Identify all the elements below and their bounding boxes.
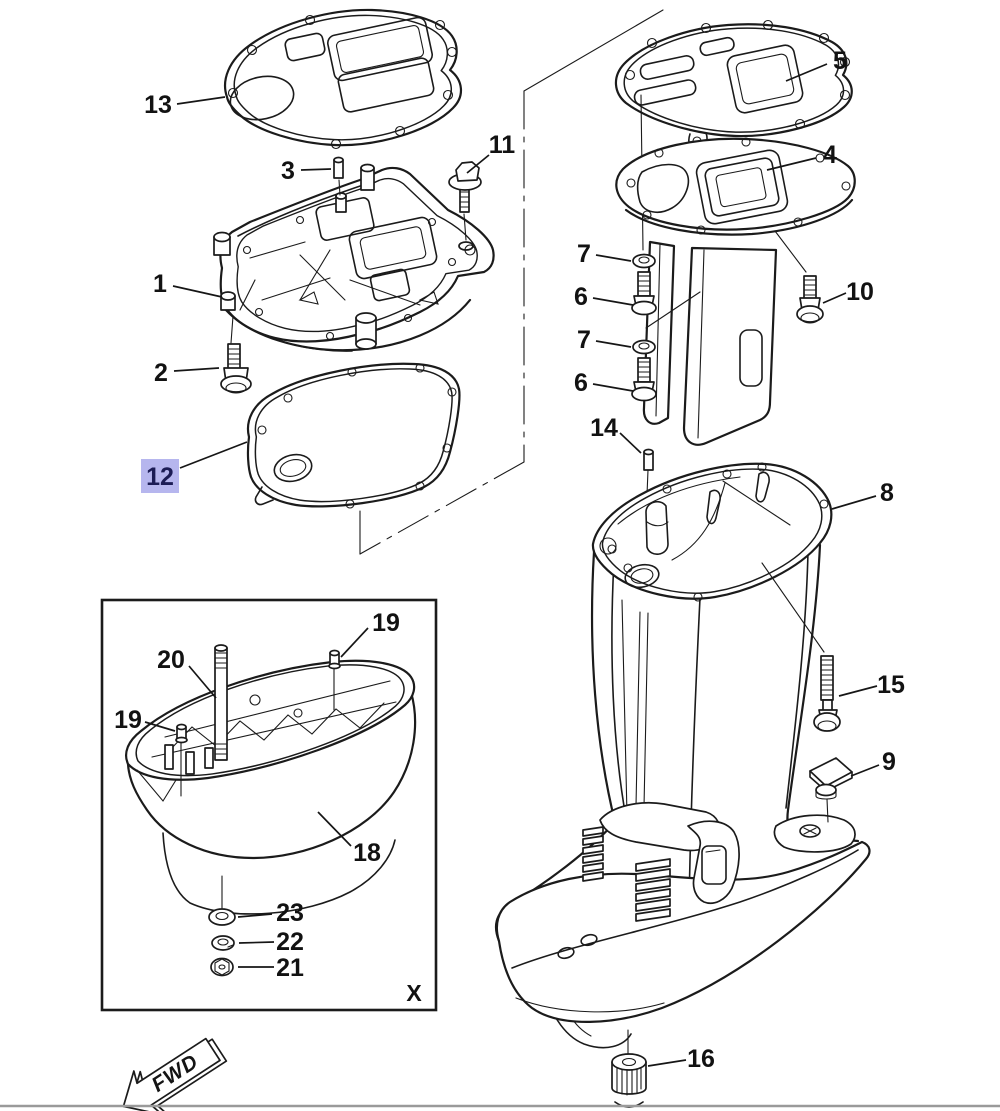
- leader-line-19: [144, 721, 176, 732]
- stud-19-left: [175, 723, 188, 797]
- part-label-5[interactable]: 5: [833, 47, 847, 75]
- leader-line-14: [619, 432, 642, 454]
- leader-line-10: [822, 292, 847, 304]
- part-label-3[interactable]: 3: [281, 157, 295, 185]
- inset-corner-mark: X: [406, 980, 422, 1006]
- damper-16: [611, 1029, 647, 1108]
- dowel-pin-3: [333, 156, 344, 196]
- leader-line-20: [188, 665, 217, 699]
- leader-line-19: [340, 627, 369, 658]
- part-label-22[interactable]: 22: [276, 928, 304, 956]
- upper-casing-8: [494, 462, 871, 1049]
- part-label-15[interactable]: 15: [877, 671, 905, 699]
- part-label-18[interactable]: 18: [353, 839, 381, 867]
- leader-line-7: [595, 254, 632, 262]
- leader-line-6: [592, 383, 634, 392]
- leader-line-4: [766, 157, 817, 171]
- leader-line-15: [838, 685, 878, 697]
- part-label-20[interactable]: 20: [157, 646, 185, 674]
- muffler-18: [124, 659, 417, 915]
- part-label-1[interactable]: 1: [153, 270, 167, 298]
- leader-line-5: [785, 63, 828, 82]
- exhaust-guide-4: [615, 137, 856, 446]
- bolt-6a: [631, 271, 657, 316]
- washer-23: [208, 908, 236, 926]
- bolt-2: [220, 315, 252, 394]
- part-label-9[interactable]: 9: [882, 748, 896, 776]
- stud-20: [214, 644, 228, 761]
- part-label-8[interactable]: 8: [880, 479, 894, 507]
- leader-line-23: [237, 913, 273, 918]
- part-label-12[interactable]: 12: [146, 463, 174, 491]
- part-label-4[interactable]: 4: [823, 141, 837, 169]
- leader-line-9: [850, 764, 880, 777]
- gasket-5: [614, 19, 853, 150]
- clamp-bracket: [582, 801, 740, 922]
- part-label-16[interactable]: 16: [687, 1045, 715, 1073]
- leader-line-3: [300, 168, 332, 171]
- leader-line-11: [466, 154, 490, 174]
- section-boundary-line: [359, 9, 664, 555]
- part-label-14[interactable]: 14: [590, 414, 618, 442]
- leader-line-16: [647, 1059, 687, 1067]
- leader-line-2: [173, 367, 220, 372]
- leader-line-22: [238, 941, 275, 944]
- nut-21: [210, 957, 234, 977]
- part-label-19[interactable]: 19: [114, 706, 142, 734]
- bolt-10: [774, 230, 824, 324]
- leader-lines: [144, 63, 880, 1067]
- part-label-10[interactable]: 10: [846, 278, 874, 306]
- part-label-19[interactable]: 19: [372, 609, 400, 637]
- oil-pan-assembly-1: [213, 163, 495, 352]
- leader-line-18: [317, 811, 352, 847]
- stud-19-right: [328, 649, 341, 711]
- fwd-arrow: FWD: [122, 1037, 228, 1111]
- leader-line-1: [172, 285, 223, 298]
- gasket-13: [223, 8, 462, 150]
- part-label-7[interactable]: 7: [577, 240, 591, 268]
- part-label-23[interactable]: 23: [276, 899, 304, 927]
- part-label-21[interactable]: 21: [276, 954, 304, 982]
- washer-7b: [632, 339, 656, 355]
- leader-line-8: [831, 495, 877, 510]
- washer-7a: [632, 253, 656, 269]
- part-label-11[interactable]: 11: [489, 131, 516, 159]
- highlight-box: [141, 459, 179, 493]
- leader-line-6: [592, 297, 634, 306]
- plate-9: [809, 757, 853, 823]
- lock-washer-22: [211, 935, 235, 951]
- leader-line-7: [595, 340, 632, 348]
- leader-line-13: [176, 96, 226, 105]
- part-label-2[interactable]: 2: [154, 359, 168, 387]
- bolt-6b: [631, 357, 657, 402]
- part-label-6[interactable]: 6: [574, 369, 588, 397]
- leader-line-12: [179, 441, 248, 469]
- inset-box: [100, 598, 438, 1012]
- bolt-15: [761, 562, 841, 732]
- gasket-12: [246, 362, 461, 509]
- part-label-6[interactable]: 6: [574, 283, 588, 311]
- part-label-13[interactable]: 13: [144, 91, 172, 119]
- part-label-7[interactable]: 7: [577, 326, 591, 354]
